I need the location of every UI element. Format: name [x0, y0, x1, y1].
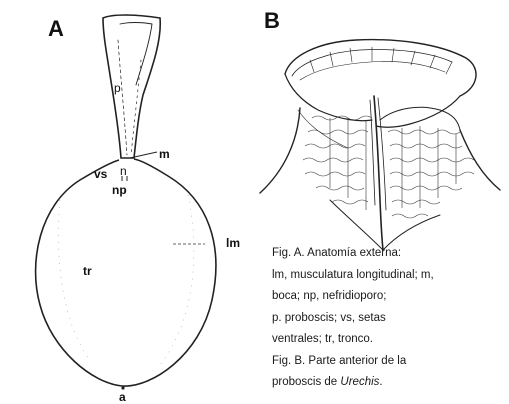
caption-line-4: p. proboscis; vs, setas: [272, 308, 508, 330]
caption-period: .: [379, 376, 382, 388]
label-a: a: [119, 390, 126, 404]
panel-b: B: [260, 8, 500, 250]
figure-caption: Fig. A. Anatomía externa: lm, musculatur…: [272, 243, 508, 394]
caption-line-3: boca; np, nefridioporo;: [272, 286, 508, 308]
label-np: np: [112, 183, 127, 197]
label-m: m: [159, 147, 170, 161]
panel-a: A p m vs n np lm tr: [36, 15, 240, 404]
proboscis-texture: [303, 116, 474, 218]
caption-line-5: ventrales; tr, tronco.: [272, 329, 508, 351]
label-lm: lm: [226, 236, 240, 250]
label-p: p: [114, 81, 121, 95]
label-tr: tr: [83, 264, 92, 278]
panel-a-letter: A: [48, 16, 64, 41]
caption-line-7-text: proboscis de: [272, 376, 337, 388]
label-vs: vs: [94, 167, 108, 181]
proboscis-drawing: [103, 15, 160, 158]
caption-line-6: Fig. B. Parte anterior de la: [272, 351, 508, 373]
caption-genus-name: Urechis: [340, 376, 379, 388]
label-n: n: [120, 164, 127, 178]
panel-b-letter: B: [264, 8, 280, 33]
caption-line-2: lm, musculatura longitudinal; m,: [272, 265, 508, 287]
proboscis-detail-drawing: [260, 40, 500, 250]
caption-line-7: proboscis de Urechis.: [272, 372, 508, 394]
caption-line-1: Fig. A. Anatomía externa:: [272, 243, 508, 265]
